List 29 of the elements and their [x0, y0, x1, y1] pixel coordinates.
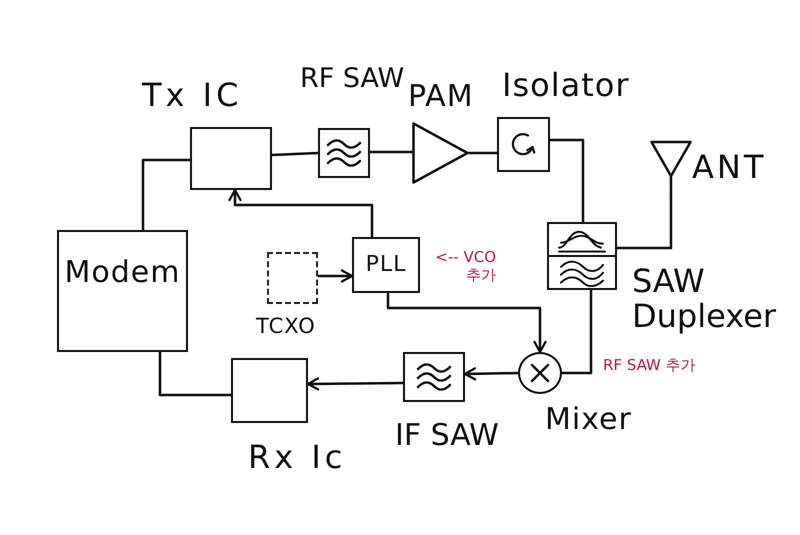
block-label: ANT	[692, 150, 766, 186]
block-label: PAM	[408, 80, 474, 113]
arrow	[386, 292, 547, 354]
block-label: TCXO	[256, 315, 316, 338]
block-label: PLL	[366, 253, 406, 278]
block-label: Tx IC	[142, 78, 242, 114]
arrow	[306, 377, 404, 391]
block-label: RF SAW	[300, 64, 404, 94]
connector-line	[142, 158, 192, 232]
connector-line	[548, 138, 584, 224]
block-label: Isolator	[502, 68, 630, 104]
block-label: Mixer	[545, 403, 632, 436]
connector-line	[270, 152, 320, 156]
modem-block	[57, 230, 188, 352]
arrow	[316, 269, 354, 283]
connector-line	[616, 198, 672, 250]
connector-line	[368, 150, 414, 154]
block-label: Rx Ic	[248, 440, 346, 476]
block-label: SAW Duplexer	[632, 264, 778, 334]
block-label: Modem	[64, 256, 180, 289]
annotation-note: RF SAW 추가	[603, 356, 696, 374]
arrow	[228, 188, 374, 238]
connector-line	[468, 152, 498, 154]
pll-block	[352, 237, 420, 293]
connector-line	[158, 350, 232, 396]
annotation-note: <-- VCO 추가	[434, 248, 496, 284]
block-label: IF SAW	[395, 419, 499, 452]
arrow	[464, 367, 520, 380]
connector-line	[560, 288, 592, 374]
